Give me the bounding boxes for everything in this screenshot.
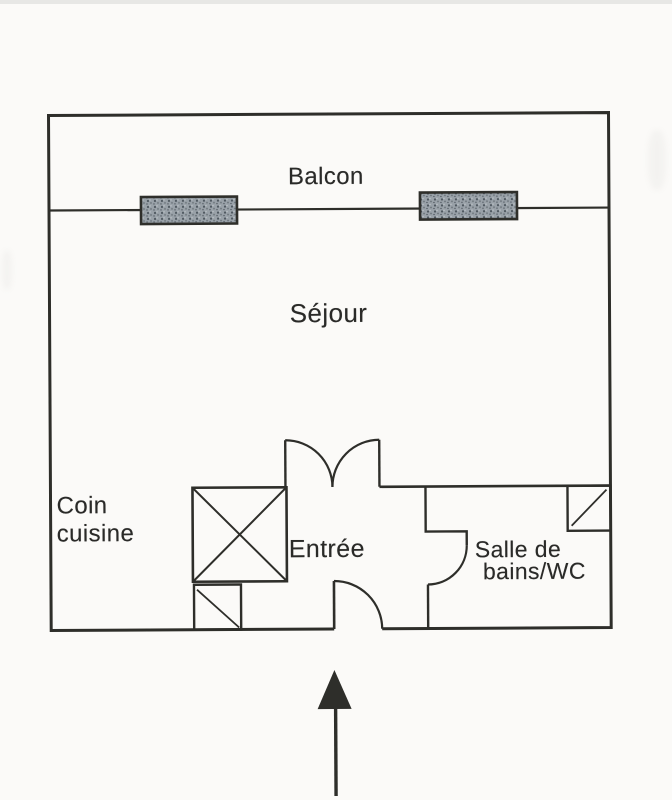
entrance-door-arc bbox=[333, 579, 384, 629]
balcony-window-left bbox=[139, 195, 239, 226]
entrance-hall-label: Entrée bbox=[288, 534, 365, 564]
bathroom-door-arc bbox=[427, 545, 468, 586]
scan-edge-artifact bbox=[0, 0, 672, 4]
balcony-label: Balcon bbox=[287, 162, 364, 191]
balcony-window-right bbox=[418, 190, 519, 221]
outer-walls bbox=[46, 111, 613, 633]
entree-double-door-arc-left bbox=[285, 439, 334, 488]
entrance-arrow-head bbox=[317, 670, 352, 710]
kitchen-corner-label-line2: cuisine bbox=[56, 520, 135, 548]
balcony-divider-wall bbox=[48, 206, 610, 212]
kitchen-small-unit-box bbox=[192, 583, 243, 631]
closet-box bbox=[566, 484, 612, 532]
entrance-arrow-icon bbox=[317, 670, 352, 797]
kitchen-unit-cross bbox=[191, 486, 288, 583]
kitchen-corner-label-line1: Coin bbox=[56, 492, 108, 520]
kitchen-small-unit-diagonal bbox=[196, 589, 240, 629]
bathroom-label-line2: bains/WC bbox=[482, 557, 586, 585]
closet-diagonal bbox=[571, 488, 608, 527]
living-room-label: Séjour bbox=[289, 297, 368, 329]
bathroom-wall-upper bbox=[424, 486, 468, 546]
scan-smudge-artifact bbox=[648, 130, 666, 190]
kitchen-unit-box bbox=[191, 485, 289, 584]
scan-smudge-artifact bbox=[2, 250, 12, 290]
entree-double-door-arc-right bbox=[331, 438, 380, 488]
